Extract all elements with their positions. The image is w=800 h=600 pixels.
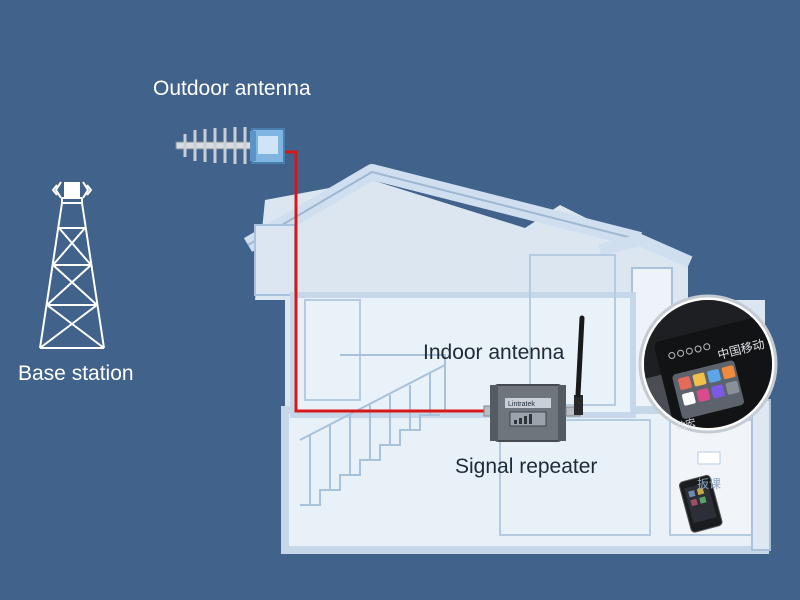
wall-sign-text: 扳课	[697, 477, 721, 491]
repeater-device-icon	[483, 315, 585, 442]
signal-repeater-label: Signal repeater	[455, 455, 598, 478]
coax-cable	[277, 150, 492, 413]
smartphone-icon	[678, 474, 723, 533]
repeater-logo: Lintratek	[508, 401, 535, 408]
yagi-antenna-icon	[175, 127, 285, 164]
indoor-antenna-label: Indoor antenna	[423, 341, 565, 364]
outdoor-antenna-label: Outdoor antenna	[153, 77, 311, 100]
house	[243, 164, 771, 554]
cell-tower-icon	[39, 181, 105, 349]
whip-antenna-icon	[574, 315, 585, 415]
base-station-label: Base station	[18, 362, 134, 385]
phone-zoom-bubble	[638, 294, 778, 434]
staircase	[299, 354, 446, 506]
